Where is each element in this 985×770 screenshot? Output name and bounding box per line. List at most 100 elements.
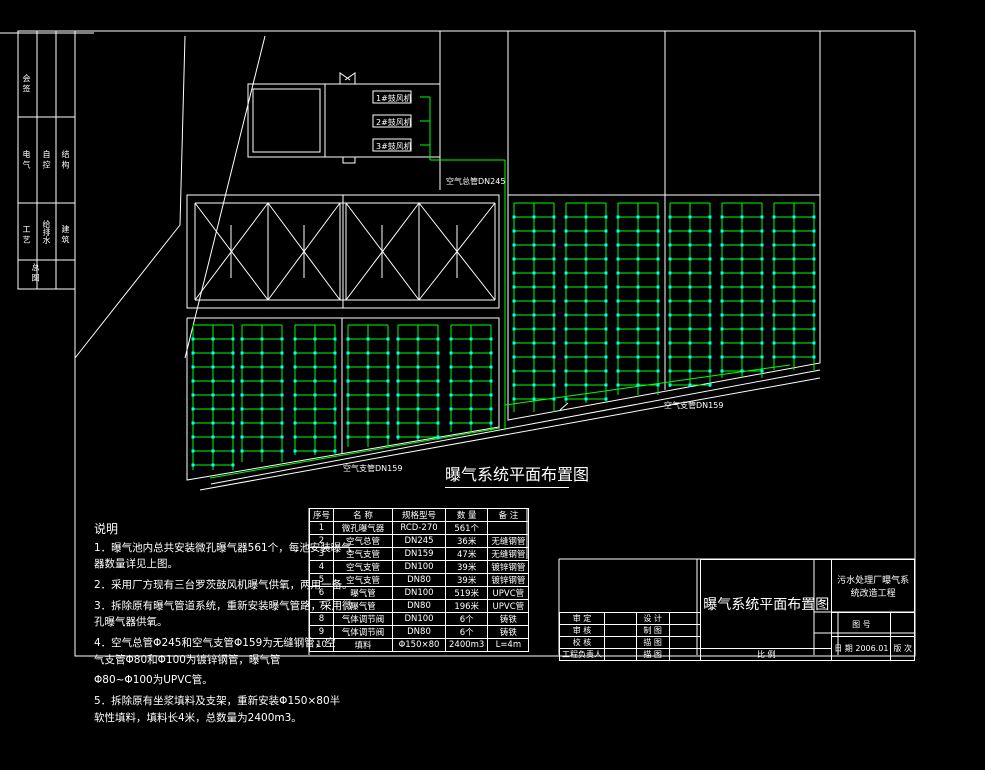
diffuser-node: [260, 337, 264, 341]
diffuser-node: [772, 313, 776, 317]
diffuser-node: [346, 407, 350, 411]
material-cell: DN100: [392, 586, 447, 600]
tb-value: [604, 624, 637, 637]
diffuser-node: [449, 407, 453, 411]
diffuser-node: [668, 285, 672, 289]
diffuser-node: [449, 351, 453, 355]
diffuser-node: [416, 337, 420, 341]
diffuser-node: [366, 365, 370, 369]
diffuser-node: [668, 215, 672, 219]
title-block-drawing-name: 曝气系统平面布置图: [700, 559, 833, 649]
diffuser-node: [449, 379, 453, 383]
diffuser-node: [396, 421, 400, 425]
diffuser-node: [240, 421, 244, 425]
diffuser-node: [436, 337, 440, 341]
diffuser-node: [708, 285, 712, 289]
diffuser-node: [191, 449, 195, 453]
diffuser-node: [760, 369, 764, 373]
diffuser-node: [366, 407, 370, 411]
tb-value: [668, 648, 702, 661]
diffuser-node: [333, 379, 337, 383]
header-cell: 规格型号: [392, 508, 447, 522]
main-pipe-label: 空气总管DN245: [446, 177, 506, 186]
diffuser-node: [240, 379, 244, 383]
diffuser-node: [396, 365, 400, 369]
diffuser-node: [260, 393, 264, 397]
diffuser-node: [240, 365, 244, 369]
diffuser-node: [740, 355, 744, 359]
diffuser-node: [532, 299, 536, 303]
diffuser-node: [280, 449, 284, 453]
diffuser-node: [688, 369, 692, 373]
material-cell: DN80: [392, 573, 447, 587]
diffuser-node: [740, 341, 744, 345]
diffuser-node: [260, 421, 264, 425]
diffuser-node: [688, 313, 692, 317]
diffuser-node: [532, 229, 536, 233]
diffuser-node: [366, 351, 370, 355]
diffuser-node: [772, 257, 776, 261]
diffuser-node: [293, 351, 297, 355]
diffuser-node: [280, 421, 284, 425]
diffuser-node: [616, 369, 620, 373]
diffuser-node: [552, 243, 556, 247]
diffuser-node: [636, 243, 640, 247]
diffuser-node: [191, 421, 195, 425]
tb-label: 设 计: [635, 612, 670, 625]
diffuser-node: [366, 379, 370, 383]
material-cell: 47米: [445, 547, 489, 561]
diffuser-node: [552, 369, 556, 373]
diffuser-node: [211, 379, 215, 383]
diffuser-node: [260, 435, 264, 439]
diffuser-node: [564, 229, 568, 233]
diffuser-node: [720, 257, 724, 261]
diffuser-node: [760, 313, 764, 317]
diffuser-node: [720, 327, 724, 331]
diffuser-node: [280, 351, 284, 355]
diffuser-node: [688, 355, 692, 359]
diffuser-node: [584, 215, 588, 219]
diffuser-node: [512, 257, 516, 261]
diffuser-node: [552, 397, 556, 401]
diffuser-node: [231, 393, 235, 397]
diffuser-node: [564, 257, 568, 261]
diffuser-node: [688, 243, 692, 247]
diffuser-node: [552, 341, 556, 345]
diffuser-node: [396, 337, 400, 341]
tb-label: 审 定: [559, 612, 605, 625]
diffuser-node: [532, 341, 536, 345]
tb-value: [668, 636, 702, 649]
diffuser-node: [280, 337, 284, 341]
diffuser-node: [812, 285, 816, 289]
note-line: 4．空气总管Φ245和空气支管Φ159为无缝钢管，空: [94, 637, 336, 649]
side-text: 建 筑: [61, 225, 70, 244]
material-cell: 2400m3: [445, 638, 489, 652]
material-cell: 气体调节阀: [333, 612, 394, 626]
material-cell: UPVC管: [487, 586, 530, 600]
material-cell: 10: [308, 638, 335, 652]
diffuser-node: [416, 393, 420, 397]
diffuser-node: [280, 435, 284, 439]
aeration-tank-left: [186, 317, 500, 481]
material-cell: 曝气管: [333, 586, 394, 600]
diffuser-node: [604, 229, 608, 233]
diffuser-node: [231, 463, 235, 467]
diffuser-node: [313, 449, 317, 453]
diffuser-node: [584, 369, 588, 373]
diffuser-node: [333, 393, 337, 397]
diffuser-node: [552, 229, 556, 233]
diffuser-node: [313, 435, 317, 439]
diffuser-node: [396, 407, 400, 411]
material-cell: 无缝钢管: [487, 534, 530, 548]
diffuser-node: [436, 421, 440, 425]
material-cell: 2: [308, 534, 335, 548]
material-cell: 6: [308, 586, 335, 600]
diffuser-node: [489, 421, 493, 425]
diffuser-node: [512, 243, 516, 247]
diffuser-node: [532, 327, 536, 331]
diffuser-node: [469, 337, 473, 341]
diffuser-node: [346, 351, 350, 355]
